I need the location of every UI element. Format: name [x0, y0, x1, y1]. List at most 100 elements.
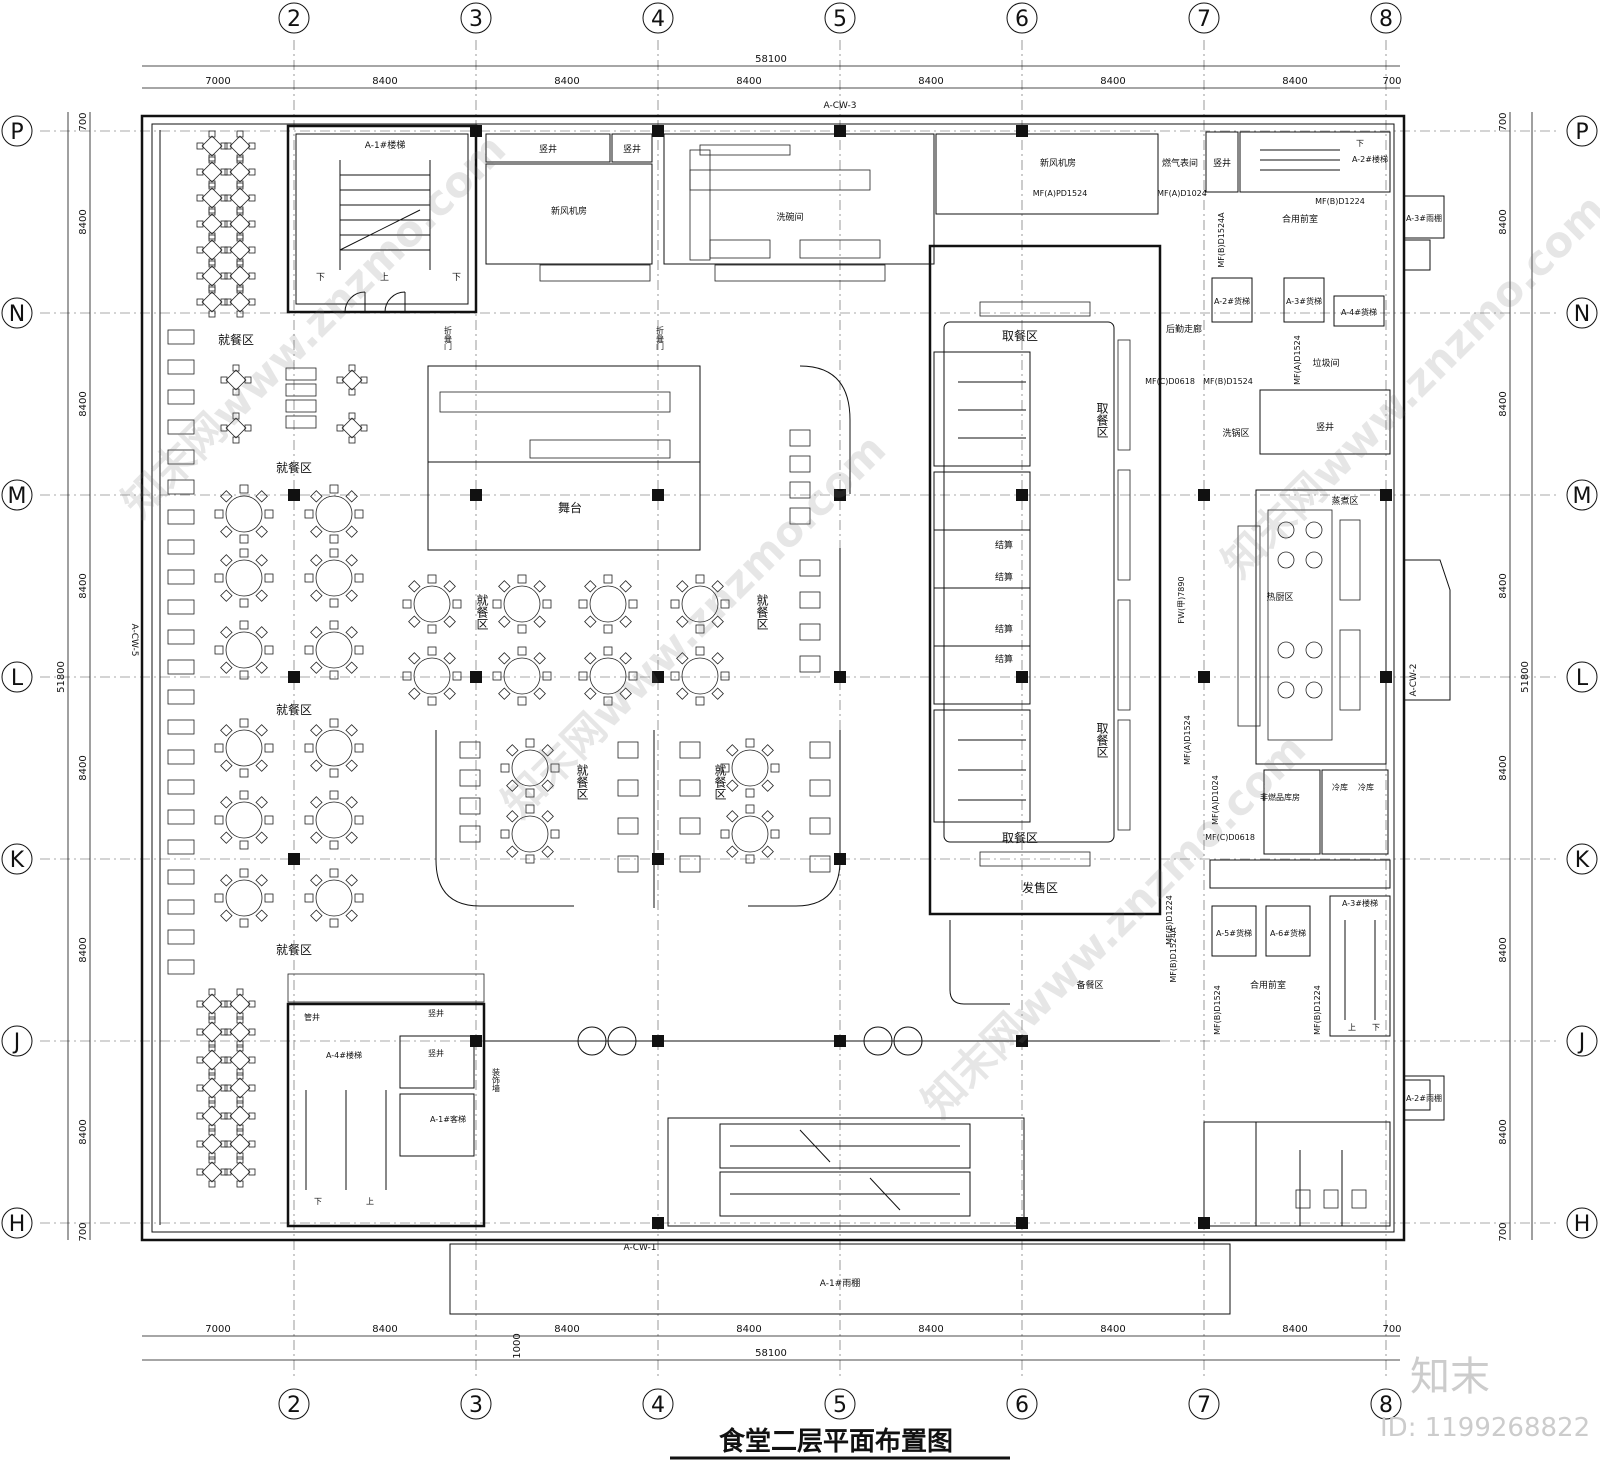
svg-text:8400: 8400: [918, 76, 943, 87]
chair: [670, 599, 680, 609]
chair: [498, 687, 511, 700]
chair: [329, 548, 339, 558]
chair: [711, 580, 724, 593]
chair: [220, 831, 233, 844]
svg-text:8400: 8400: [78, 755, 89, 780]
chair: [408, 652, 421, 665]
svg-text:洗锅区: 洗锅区: [1222, 427, 1249, 439]
round-table: [315, 631, 353, 669]
square-table: [201, 993, 223, 1015]
chair: [220, 874, 233, 887]
chair: [255, 909, 268, 922]
svg-text:竖井: 竖井: [428, 1048, 444, 1058]
chair: [345, 724, 358, 737]
booth-seat: [789, 481, 811, 499]
svg-text:K: K: [10, 848, 25, 873]
round-table: [731, 749, 769, 787]
chair: [726, 779, 739, 792]
chair: [329, 620, 339, 630]
chair: [220, 298, 228, 306]
svg-text:MF(A)D1524: MF(A)D1524: [1293, 335, 1302, 385]
square-table: [229, 239, 251, 261]
square-table: [229, 213, 251, 235]
booth-table: [167, 659, 195, 675]
chair: [220, 220, 228, 228]
chair: [239, 868, 249, 878]
svg-text:7: 7: [1197, 1393, 1211, 1418]
revolving-doors: [484, 1026, 1160, 1056]
booth-seat: [617, 779, 639, 797]
chair: [196, 194, 204, 202]
dimension-bottom: 7000 8400 8400 8400 8400 8400 8400 700 5…: [142, 1324, 1402, 1361]
chair: [208, 234, 216, 242]
chair: [525, 804, 535, 814]
chair: [208, 310, 216, 318]
svg-text:J: J: [1577, 1030, 1586, 1055]
round-table: [315, 801, 353, 839]
chair: [550, 829, 560, 839]
svg-text:MF(C)D0618: MF(C)D0618: [1205, 833, 1255, 842]
chair: [248, 298, 256, 306]
chair: [255, 831, 268, 844]
chair: [220, 1084, 228, 1092]
svg-text:8400: 8400: [554, 1324, 579, 1335]
chair: [236, 1016, 244, 1024]
chair: [224, 298, 232, 306]
chair: [354, 815, 364, 825]
chair: [304, 815, 314, 825]
chair: [196, 1028, 204, 1036]
chair: [304, 509, 314, 519]
chair: [224, 168, 232, 176]
chair: [354, 893, 364, 903]
chair: [220, 424, 228, 432]
svg-text:6: 6: [1015, 1393, 1029, 1418]
svg-text:8400: 8400: [78, 937, 89, 962]
chair: [264, 573, 274, 583]
square-table: [229, 1049, 251, 1071]
svg-text:L: L: [11, 666, 24, 691]
chair: [248, 1168, 256, 1176]
chair: [770, 829, 780, 839]
svg-text:舞台: 舞台: [558, 500, 582, 515]
svg-text:FW(甲)7890: FW(甲)7890: [1177, 576, 1186, 623]
chair: [541, 810, 554, 823]
chair: [329, 790, 339, 800]
booth-seat: [679, 741, 701, 759]
long-table: [285, 383, 317, 397]
chair: [720, 599, 730, 609]
chair: [329, 868, 339, 878]
svg-text:MF(A)D1524: MF(A)D1524: [1183, 715, 1192, 765]
chair: [745, 804, 755, 814]
chair: [770, 763, 780, 773]
chair: [236, 156, 244, 164]
chair: [236, 310, 244, 318]
chair: [329, 484, 339, 494]
svg-text:700: 700: [78, 112, 89, 131]
chair: [248, 1000, 256, 1008]
chair: [220, 142, 228, 150]
booth-seat: [799, 655, 821, 673]
booth-table: [167, 539, 195, 555]
round-table: [225, 729, 263, 767]
chair: [220, 1140, 228, 1148]
chair: [310, 525, 323, 538]
chair: [761, 845, 774, 858]
svg-text:8400: 8400: [918, 1324, 943, 1335]
pickup-right-b: 取餐区: [1095, 722, 1109, 758]
svg-text:MF(B)D1224: MF(B)D1224: [1315, 197, 1365, 206]
svg-text:上: 上: [366, 1197, 374, 1206]
chair: [427, 646, 437, 656]
chair: [208, 1128, 216, 1136]
chair: [676, 615, 689, 628]
chair: [345, 554, 358, 567]
booth-seat: [809, 779, 831, 797]
chair: [236, 1072, 244, 1080]
svg-text:MF(B)D1524A: MF(B)D1524A: [1169, 927, 1178, 983]
booth-table: [167, 509, 195, 525]
chair: [329, 598, 339, 608]
svg-text:燃气表间: 燃气表间: [1162, 157, 1198, 169]
chair: [239, 484, 249, 494]
chair: [452, 599, 462, 609]
chair: [248, 246, 256, 254]
chair: [304, 573, 314, 583]
